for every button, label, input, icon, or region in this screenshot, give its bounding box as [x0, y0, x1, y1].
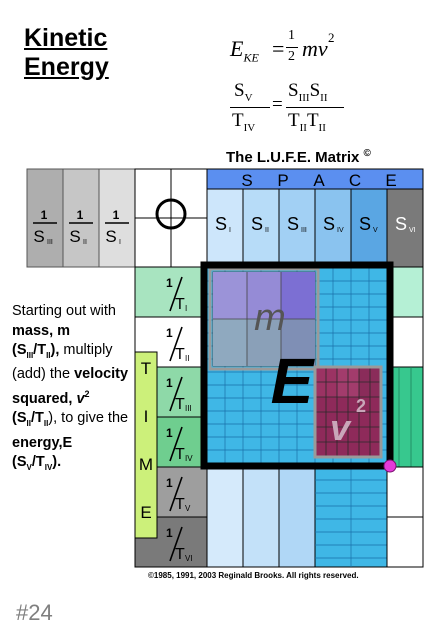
description-text: Starting out with mass, m(SIII/TII), mul… — [12, 303, 129, 472]
svg-text:III: III — [301, 227, 307, 234]
svg-text:1: 1 — [113, 208, 120, 222]
svg-text:II: II — [185, 354, 189, 363]
svg-text:V: V — [185, 504, 191, 513]
kinetic-energy-formula: EKE = 1 2 mv 2 — [230, 28, 335, 65]
inverse-space-cell-1 — [26, 168, 64, 268]
svg-text:VI: VI — [409, 227, 416, 234]
svg-text:II: II — [83, 239, 87, 246]
svg-text:1: 1 — [166, 476, 173, 490]
title: Kinetic Energy — [24, 24, 109, 82]
slide-number: #24 — [16, 600, 53, 625]
left-numerator: SV — [234, 80, 253, 104]
svg-text:VI: VI — [185, 554, 193, 563]
svg-text:S: S — [105, 227, 116, 246]
velocity-exponent: 2 — [356, 396, 366, 416]
time-letter: M — [139, 455, 153, 474]
half-numerator: 1 — [288, 28, 295, 43]
time-letter: I — [144, 407, 149, 426]
left-denominator: TIV — [232, 110, 256, 134]
svg-text:1: 1 — [166, 326, 173, 340]
svg-text:S: S — [33, 227, 44, 246]
ratio-formula: SV TIV = SIIISII TIITII — [228, 80, 358, 136]
space-letter: E — [385, 171, 398, 190]
svg-text:S: S — [359, 214, 371, 234]
inverse-space-cell-2 — [62, 168, 100, 268]
title-line-1: Kinetic — [24, 24, 108, 52]
title-line-2: Energy — [24, 53, 109, 81]
svg-text:T: T — [175, 396, 185, 413]
time-letter: T — [141, 359, 151, 378]
svg-text:S: S — [69, 227, 80, 246]
formula-lhs: EKE — [230, 36, 259, 65]
half-denominator: 2 — [288, 49, 295, 64]
right-numerator: SIIISII — [288, 80, 328, 104]
time-label-strip — [134, 351, 158, 539]
svg-text:S: S — [323, 214, 335, 234]
svg-text:IV: IV — [337, 227, 344, 234]
time-letter: E — [140, 503, 151, 522]
space-letter: C — [349, 171, 363, 190]
space-cell-6 — [386, 188, 424, 268]
svg-text:1: 1 — [77, 208, 84, 222]
svg-text:V: V — [373, 227, 378, 234]
svg-text:T: T — [175, 346, 185, 363]
svg-text:III: III — [185, 404, 192, 413]
svg-text:S: S — [251, 214, 263, 234]
space-letter: S — [241, 171, 254, 190]
right-denominator: TIITII — [288, 110, 326, 134]
svg-text:1: 1 — [41, 208, 48, 222]
svg-text:1: 1 — [166, 426, 173, 440]
svg-text:S: S — [287, 214, 299, 234]
origin-circle-icon — [155, 198, 187, 230]
svg-text:1: 1 — [166, 376, 173, 390]
space-cell-1 — [206, 188, 244, 268]
svg-text:1: 1 — [166, 276, 173, 290]
inverse-space-cell-3 — [98, 168, 136, 268]
svg-text:I: I — [185, 304, 187, 313]
svg-text:III: III — [47, 239, 53, 246]
svg-text:S: S — [215, 214, 227, 234]
space-letter: A — [313, 171, 326, 190]
svg-text:1: 1 — [166, 526, 173, 540]
svg-text:T: T — [175, 296, 185, 313]
svg-text:S: S — [395, 214, 407, 234]
velocity-label: v — [330, 407, 352, 448]
energy-label: E — [271, 345, 316, 417]
svg-text:I: I — [119, 239, 121, 246]
copyright-text: ©1985, 1991, 2003 Reginald Brooks. All r… — [148, 571, 359, 580]
space-letter: P — [277, 171, 290, 190]
mass-label: m — [254, 297, 286, 339]
svg-text:I: I — [229, 227, 231, 234]
svg-text:T: T — [175, 496, 185, 513]
formula-exponent: 2 — [328, 30, 335, 45]
space-cell-2 — [242, 188, 280, 268]
pink-marker-icon — [383, 459, 397, 473]
matrix-title: The L.U.F.E. Matrix © — [226, 148, 371, 166]
formula-rhs: mv — [302, 36, 328, 61]
svg-text:T: T — [175, 446, 185, 463]
energy-frame — [200, 261, 394, 470]
space-cell-3 — [278, 188, 316, 268]
svg-text:II: II — [265, 227, 269, 234]
svg-text:T: T — [175, 546, 185, 563]
svg-text:IV: IV — [185, 454, 193, 463]
